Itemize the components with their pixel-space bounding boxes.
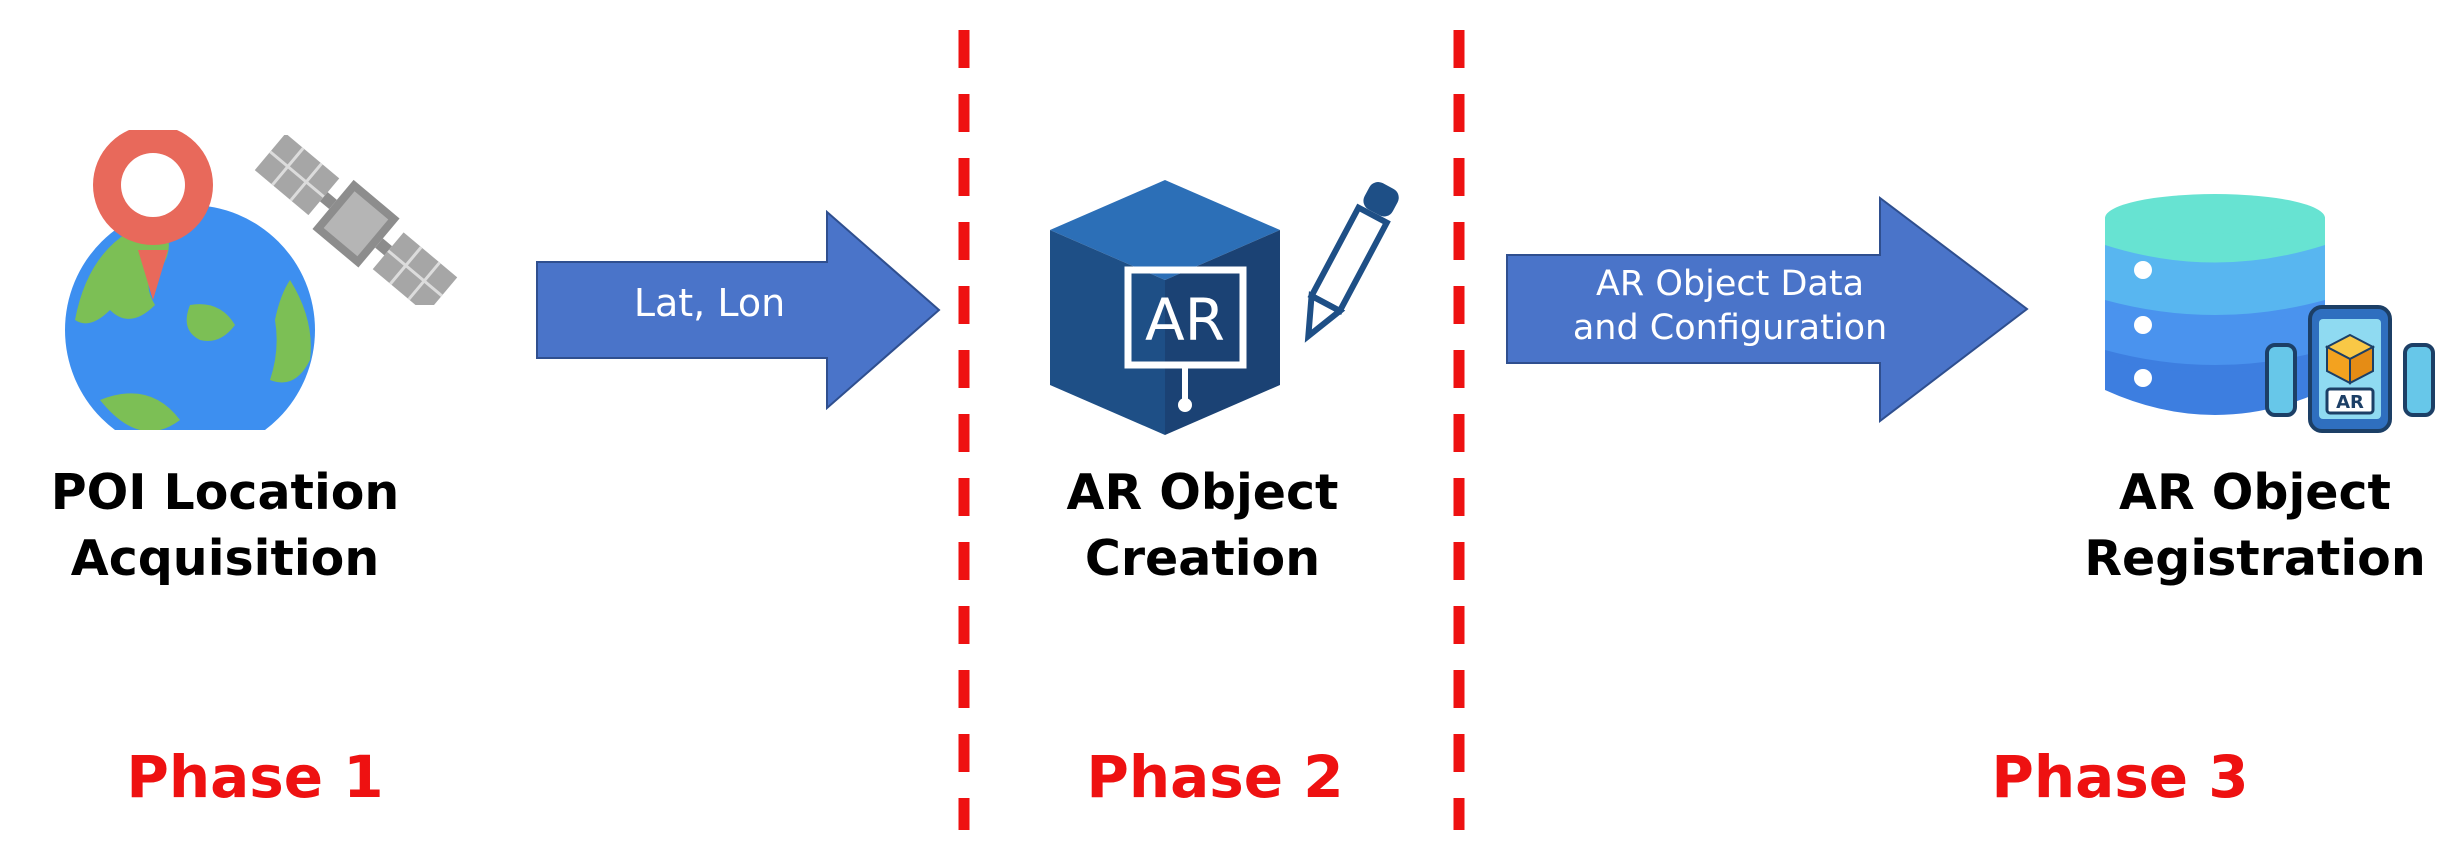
ar-cube-icon: AR (1050, 180, 1280, 435)
arrow-lat-lon (536, 210, 941, 410)
stage3-title: AR Object Registration (2055, 460, 2455, 592)
arrow-ar-data (1506, 195, 2029, 424)
ar-cube-text: AR (1145, 286, 1225, 354)
phase-divider-1 (958, 30, 970, 830)
location-pin-icon (93, 130, 213, 300)
stage2-title: AR Object Creation (1000, 460, 1405, 592)
ar-phone-text: AR (2336, 392, 2364, 413)
ar-phone-icon: AR (2265, 305, 2435, 433)
stage2-title-line2: Creation (1084, 530, 1321, 587)
stage1-icon-group (65, 130, 315, 430)
satellite-icon (254, 135, 458, 305)
stage3-title-line2: Registration (2084, 530, 2426, 587)
phase-2-label: Phase 2 (1086, 743, 1344, 811)
stage2-title-line1: AR Object (1066, 464, 1339, 521)
phase-3-label: Phase 3 (1991, 743, 2249, 811)
stage1-title-line1: POI Location (50, 464, 400, 521)
stage1-title-line2: Acquisition (70, 530, 380, 587)
phase-divider-2 (1453, 30, 1465, 830)
arrow-label-ar-data: AR Object Data and Configuration (1505, 262, 1955, 350)
globe-icon (65, 205, 315, 430)
stage3-title-line1: AR Object (2119, 464, 2391, 521)
arrow-label-lat-lon: Lat, Lon (633, 281, 786, 325)
stage1-title: POI Location Acquisition (0, 460, 450, 592)
phase-1-label: Phase 1 (126, 743, 384, 811)
arrow-label-line2: and Configuration (1572, 308, 1888, 348)
pen-icon (1304, 182, 1399, 343)
arrow-label-line1: AR Object Data (1595, 264, 1865, 304)
